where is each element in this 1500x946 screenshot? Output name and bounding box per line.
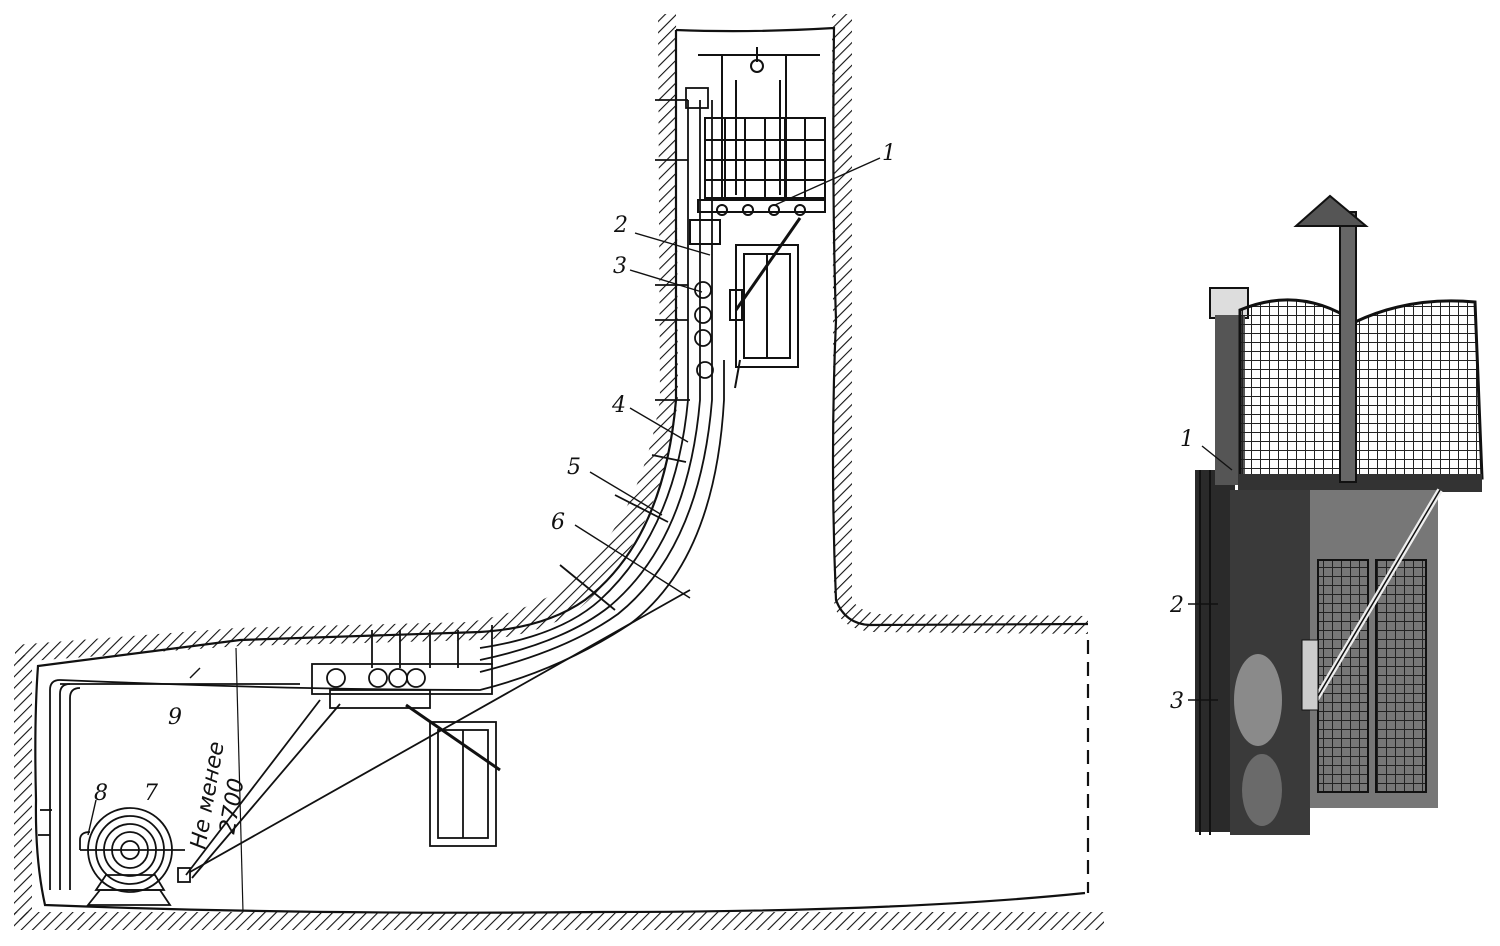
photo-label-2: 2 <box>1169 593 1184 618</box>
leader-lines <box>87 157 881 836</box>
rock-hatching <box>14 14 1104 930</box>
label-7: 7 <box>144 781 158 806</box>
label-3: 3 <box>613 254 627 279</box>
cable-drum <box>38 589 691 906</box>
cage-assembly <box>689 47 826 389</box>
flexible-cable-run <box>49 87 725 890</box>
label-9: 9 <box>168 705 182 730</box>
photo-label-1: 1 <box>1180 427 1194 452</box>
photo-leader-lines <box>1188 445 1233 701</box>
label-5: 5 <box>567 455 581 480</box>
label-4: 4 <box>611 393 626 418</box>
dimension-label: Не менее 2700 <box>186 740 249 851</box>
label-1: 1 <box>882 141 896 166</box>
label-2: 2 <box>613 213 628 238</box>
callout-labels: 1 2 3 4 5 6 7 8 9 Не менее 2700 <box>94 141 896 851</box>
photo-labels: 1 2 3 <box>1169 427 1194 714</box>
cage-photo <box>1195 194 1484 835</box>
label-6: 6 <box>551 510 565 535</box>
photo-label-3: 3 <box>1170 689 1184 714</box>
label-8: 8 <box>94 781 108 806</box>
workings-outline <box>34 26 1090 914</box>
